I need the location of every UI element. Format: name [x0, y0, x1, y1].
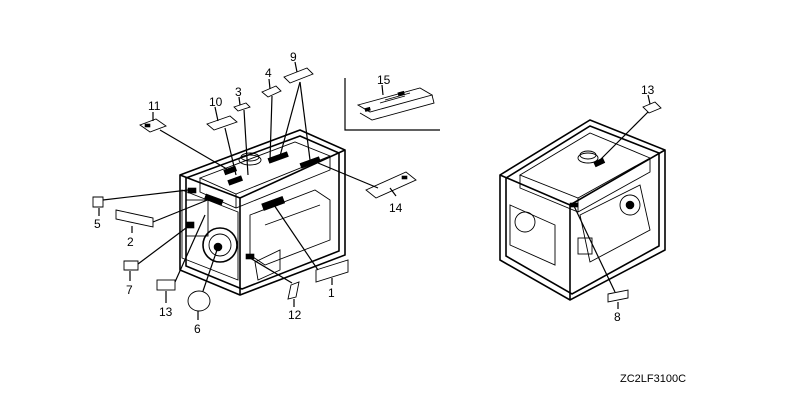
callout-15: 15: [377, 73, 391, 87]
callout-5: 5: [94, 217, 101, 231]
label-part-8: [607, 289, 629, 303]
label-part-3: [233, 102, 251, 112]
label-part-2: [115, 209, 154, 228]
inset-panel: [344, 78, 440, 131]
callout-numbers: 11 10 3 4 9 15 5 2 7 13 6 12 1 14 13 8: [94, 50, 655, 336]
label-part-5: [92, 196, 104, 208]
generator-rear-view: [499, 119, 666, 301]
label-part-13-right: [642, 101, 662, 114]
callout-13-left: 13: [159, 305, 173, 319]
label-part-1: [315, 259, 349, 283]
callout-2: 2: [127, 235, 134, 249]
callout-10: 10: [209, 95, 223, 109]
callout-11: 11: [148, 99, 161, 113]
callout-7: 7: [126, 283, 133, 297]
leader-lines: [98, 61, 651, 320]
callout-14: 14: [389, 201, 403, 215]
label-part-11: [139, 118, 167, 133]
callout-1: 1: [328, 286, 335, 300]
label-part-13-left: [156, 279, 176, 291]
callout-8: 8: [614, 310, 621, 324]
callout-9: 9: [290, 50, 297, 64]
label-part-9: [283, 67, 314, 84]
label-part-12: [287, 281, 300, 300]
generator-front-view: [179, 129, 346, 296]
label-part-6: [187, 290, 211, 312]
callout-4: 4: [265, 66, 272, 80]
callout-13-right: 13: [641, 83, 655, 97]
label-part-7: [123, 260, 139, 271]
callout-3: 3: [235, 85, 242, 99]
label-part-14: [365, 171, 417, 199]
label-part-4: [261, 85, 282, 98]
figure-code: ZC2LF3100C: [620, 373, 686, 385]
label-part-10: [206, 115, 238, 131]
callout-6: 6: [194, 322, 201, 336]
callout-12: 12: [288, 308, 302, 322]
